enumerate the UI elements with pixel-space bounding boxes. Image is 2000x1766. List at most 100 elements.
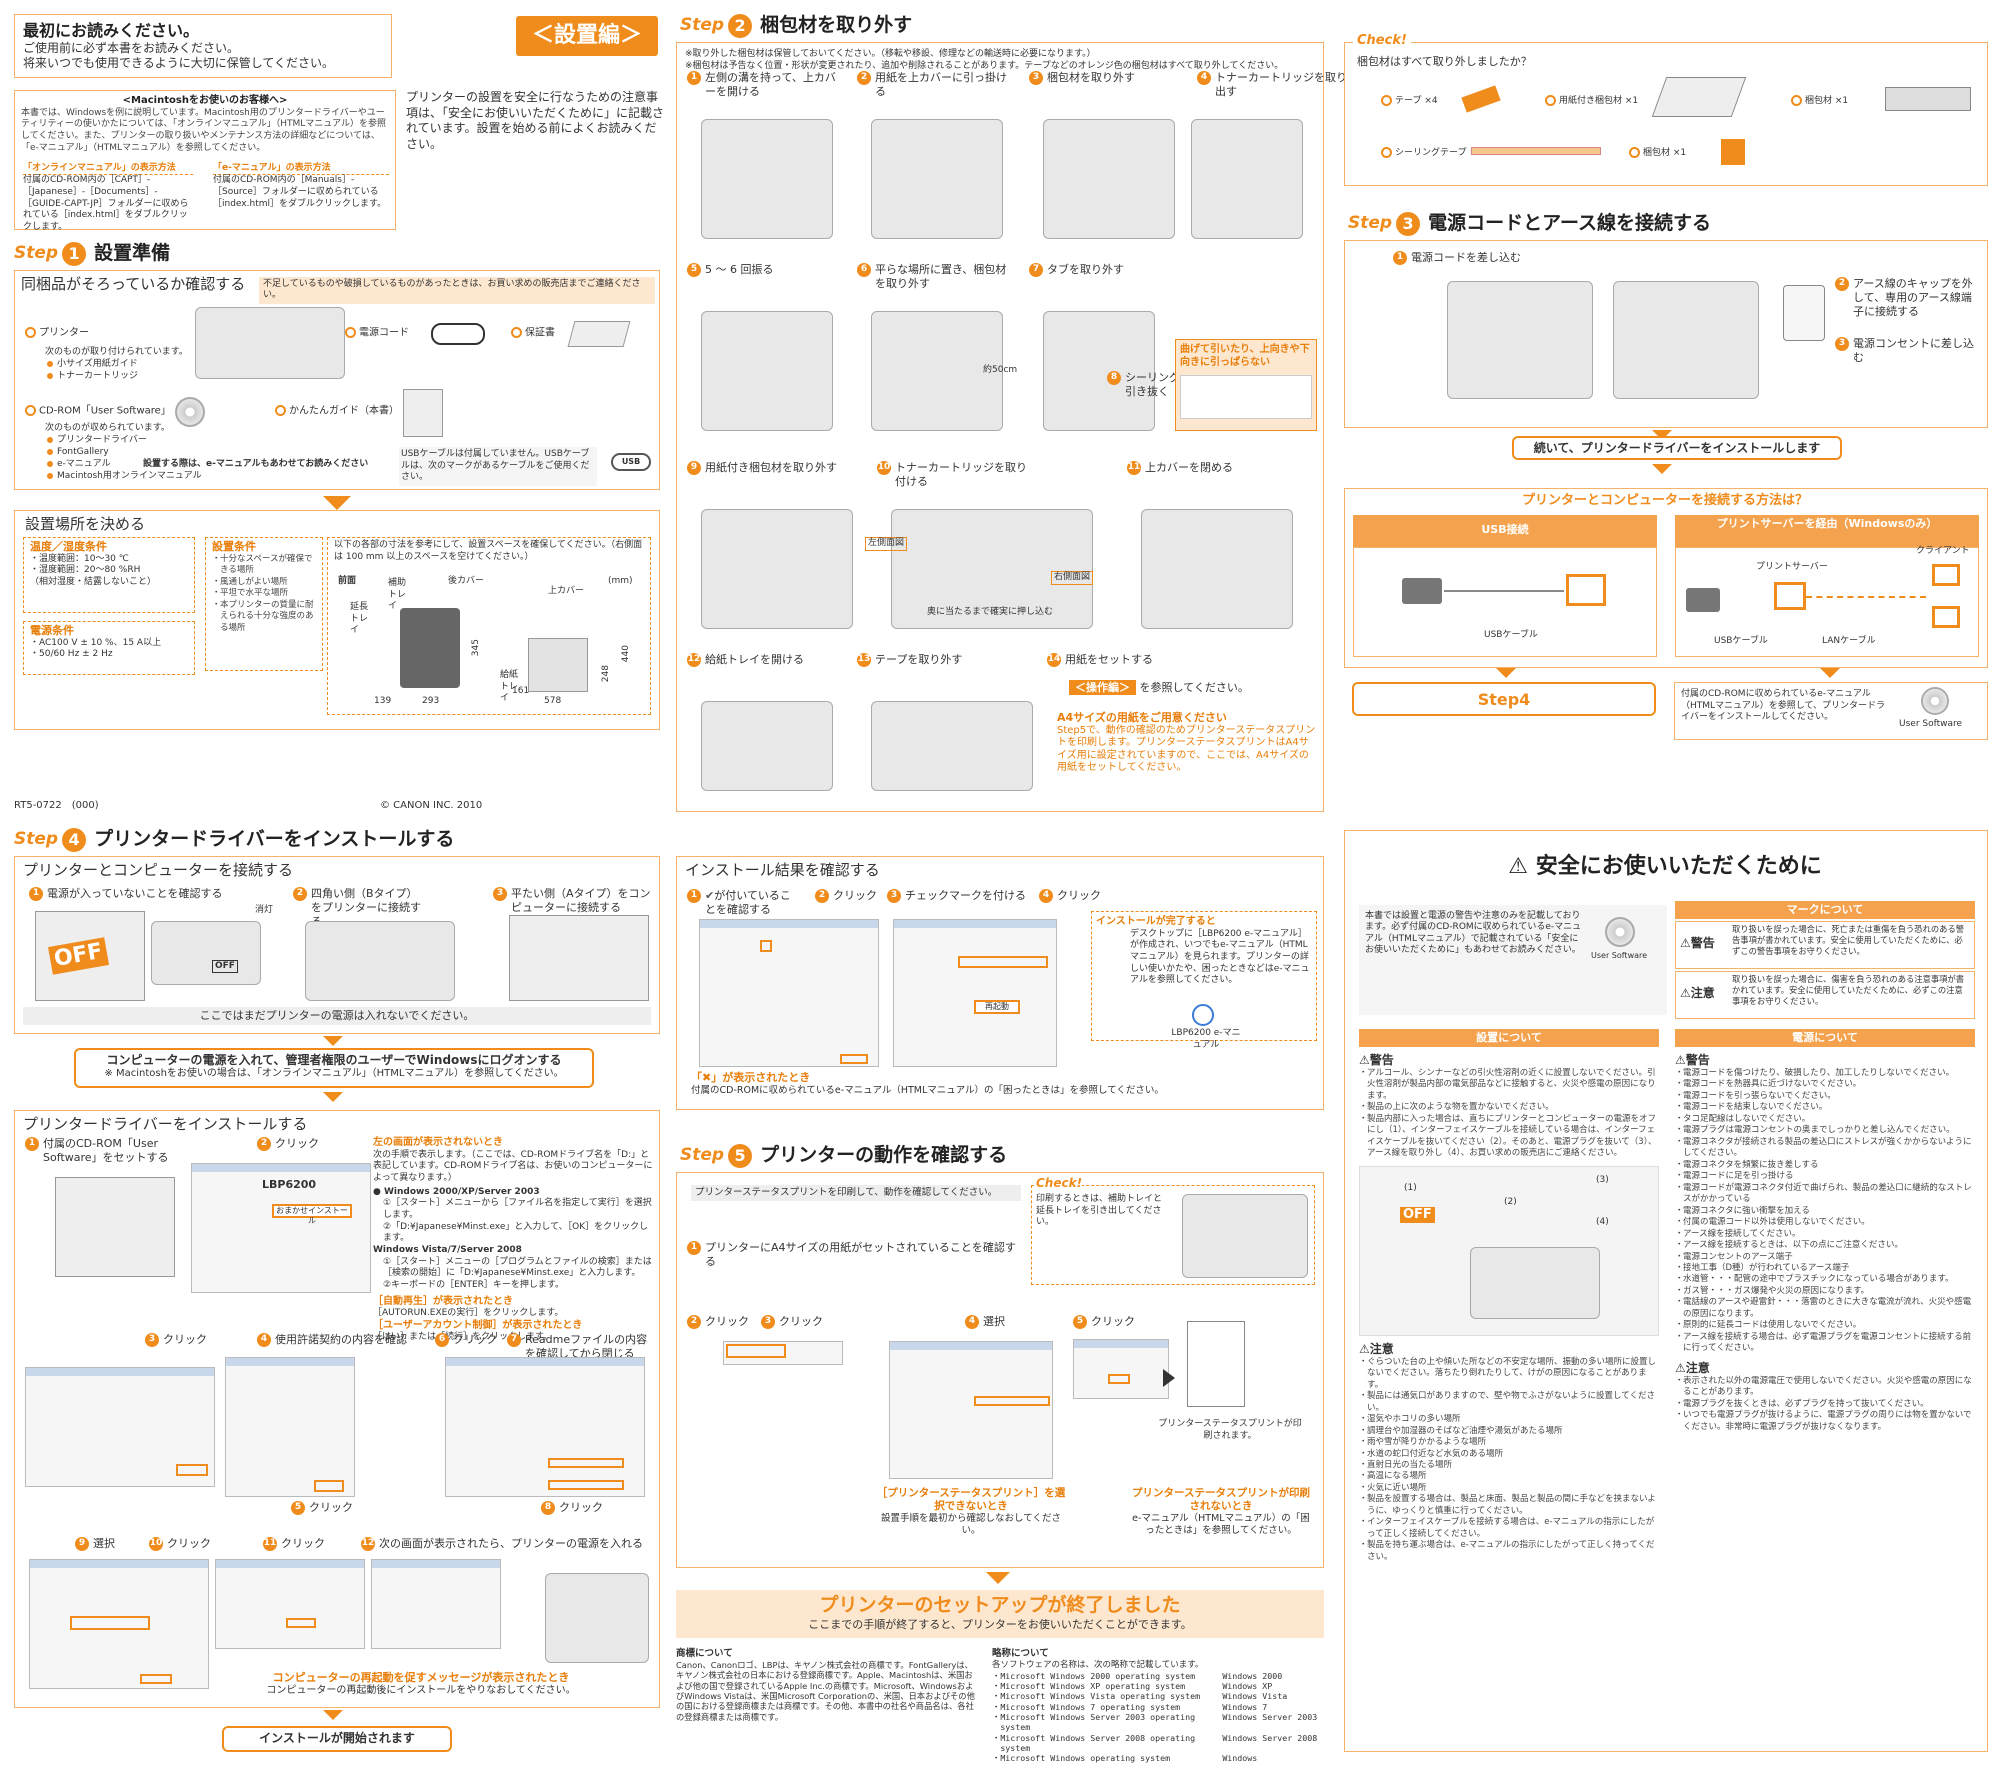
list-item: アース線を接続する場合は、必ず電源プラグを電源コンセントに接続する前に行ってくだ… — [1675, 1332, 1975, 1355]
down-arrow-9 — [323, 1710, 343, 1720]
cond-list: 十分なスペースが確保できる場所風通しがよい場所平坦で水平な場所本プリンターの質量… — [212, 554, 316, 634]
restart-body: コンピューターの再起動後にインストールをやりなおしてください。 — [266, 1684, 576, 1696]
step2-cap-number: 1 — [687, 71, 701, 85]
dimension-row: 139 293 161 578 — [364, 686, 600, 710]
item-printer-label: プリンター — [39, 327, 89, 339]
step4-connect-title: プリンターとコンピューターを接続する — [23, 861, 294, 879]
screen-select — [29, 1559, 209, 1689]
printer-item1: 小サイズ用紙ガイド — [47, 359, 138, 371]
cd-item4: Macintosh用オンラインマニュアル — [47, 471, 202, 483]
dim-293: 293 — [422, 696, 440, 706]
restart-button[interactable]: 再起動 — [974, 1000, 1020, 1014]
safety-cd-label: User Software — [1591, 951, 1648, 960]
mark-warning-label: ⚠警告 — [1680, 936, 1715, 951]
bullet: ・ — [992, 1701, 1001, 1712]
a4-heading: A4サイズの用紙をご用意ください — [1057, 711, 1227, 724]
easy-install-button[interactable]: おまかせインストール — [272, 1204, 352, 1225]
logon-bar: コンピューターの電源を入れて、管理者権限のユーザーでWindowsにログオンする… — [74, 1048, 594, 1088]
step2-cap-label: 上カバーを閉める — [1145, 461, 1233, 474]
install-cap4-label: 使用許諾契約の内容を確認 — [275, 1333, 407, 1346]
mark-caution-row: ⚠注意 取り扱いを誤った場合に、傷害を負う恐れのある注意事項が書かれています。安… — [1675, 971, 1975, 1019]
ps-diagram: プリントサーバー クライアント USBケーブル LANケーブル — [1675, 546, 1979, 657]
step5-check-title: Check! — [1036, 1176, 1083, 1191]
install-caution-text: 注意 — [1369, 1341, 1394, 1356]
item-cd-label: CD-ROM「User Software」 — [39, 405, 171, 417]
abbreviation-full: Microsoft Windows Vista operating system — [1000, 1691, 1201, 1702]
power-cord-illustration — [431, 323, 485, 345]
list-item: 風通しがよい場所 — [212, 577, 316, 589]
not-printed-body: e-マニュアル（HTMLマニュアル）の「困ったときは」を参照してください。 — [1132, 1513, 1310, 1537]
list-item: 製品内部に入った場合は、直ちにプリンターとコンピューターの電源をオフにし（1）、… — [1359, 1114, 1659, 1160]
step5-check-box: Check! 印刷するときは、補助トレイと延長トレイを引き出してください。 — [1031, 1176, 1315, 1285]
logon-text: コンピューターの電源を入れて、管理者権限のユーザーでWindowsにログオンする — [106, 1053, 562, 1067]
result-title: インストール結果を確認する — [685, 861, 880, 879]
abbreviation-short: Windows Server 2008 — [1222, 1732, 1318, 1743]
mark-caution-icon: ⚠ — [1680, 986, 1691, 1000]
server-label: プリントサーバー — [1756, 562, 1828, 572]
outlet-illus — [1783, 285, 1825, 341]
read-first-line1: ご使用前に必ず本書をお読みください。 — [23, 41, 240, 55]
ps-client2-icon — [1932, 606, 1960, 628]
install-caution-heading: ⚠注意 — [1359, 1342, 1659, 1357]
safety-label-2: (2) — [1504, 1196, 1517, 1207]
emanual-icon-label: LBP6200 e-マニュアル — [1171, 1028, 1241, 1050]
down-arrow-6 — [1820, 668, 1840, 678]
printer-item2-label: トナーカートリッジ — [57, 371, 139, 381]
restart-heading: コンピューターの再起動を促すメッセージが表示されたとき — [272, 1671, 570, 1684]
power-warning-icon: ⚠ — [1675, 1053, 1686, 1067]
abbreviation-full: Microsoft Windows Server 2008 operating … — [1000, 1732, 1196, 1754]
step2-illustration-5 — [701, 311, 833, 431]
step4-title: プリンタードライバーをインストールする — [94, 828, 455, 851]
ps-usb-label: USBケーブル — [1714, 636, 1768, 646]
result-screen-1 — [699, 919, 879, 1067]
list-item: 電源コネクタに強い衝撃を加える — [1675, 1206, 1975, 1218]
light-off-label: 消灯 — [255, 905, 274, 915]
printer-sub: 次のものが取り付けられています。 — [45, 347, 188, 357]
abbreviation-short: Windows 2000 — [1222, 1670, 1283, 1681]
list-item: 電源プラグは電源コンセントの奥までしっかりと差し込んでください。 — [1675, 1125, 1975, 1137]
bullet: ・ — [992, 1732, 1001, 1743]
abbreviation-full: Microsoft Windows 2000 operating system — [1000, 1670, 1196, 1681]
tape-length: 約50cm — [983, 365, 1018, 375]
check-item5: 梱包材 ×1 — [1629, 147, 1686, 160]
contents-title: 同梱品がそろっているか確認する — [21, 275, 246, 293]
bullet: ・ — [992, 1753, 1001, 1764]
list-item: 接地工事（D種）が行われているアース端子 — [1675, 1263, 1975, 1275]
step2-cap-label: トナーカートリッジを取り出す — [1215, 71, 1347, 98]
x-shown-body: 付属のCD-ROMに収められているe-マニュアル（HTMLマニュアル）の「困った… — [691, 1084, 1164, 1096]
cannot-select-note: ［プリンターステータスプリント］を選択できないとき 設置手順を最初から確認しなお… — [873, 1487, 1069, 1537]
temp-box: 温度／湿度条件 ・温度範囲：10～30 ℃ ・湿度範囲：20～80 %RH （相… — [23, 537, 195, 613]
step2-cap-label: 梱包材を取り外す — [1047, 71, 1135, 84]
step5-cap1-label: プリンターにA4サイズの用紙がセットされていることを確認する — [705, 1241, 1016, 1268]
dim-248: 248 — [600, 665, 611, 683]
ps-cd-icon — [1921, 687, 1949, 715]
top-view-illustration — [400, 608, 460, 688]
setup-screen: LBP6200 おまかせインストール — [191, 1163, 371, 1293]
down-arrow-3 — [1652, 430, 1672, 440]
online-manual-body: 付属のCD-ROM内の［CAPT］-［Japanese］-［Documents］… — [23, 175, 189, 232]
temp-line3: （相対湿度・結露しないこと） — [30, 577, 157, 588]
step2-cap-label: トナーカートリッジを取り付ける — [895, 461, 1027, 488]
place-title: 設置場所を決める — [25, 515, 146, 533]
finish-sub: ここまでの手順が終了すると、プリンターをお使いいただくことができます。 — [808, 1617, 1192, 1631]
abbreviation-full: Microsoft Windows 7 operating system — [1000, 1701, 1181, 1712]
abbreviation-short: Windows — [1222, 1753, 1258, 1764]
install-warning-icon: ⚠ — [1359, 1053, 1370, 1067]
step5-screen-1 — [723, 1341, 843, 1365]
goto-step4[interactable]: Step4 — [1352, 682, 1656, 716]
xp-step2: ②「D:¥Japanese¥Minst.exe」と入力して、［OK］をクリックし… — [383, 1221, 649, 1244]
usb-cable-label: USBケーブル — [1484, 630, 1538, 640]
abbreviation-full: Microsoft Windows operating system — [1000, 1753, 1171, 1764]
